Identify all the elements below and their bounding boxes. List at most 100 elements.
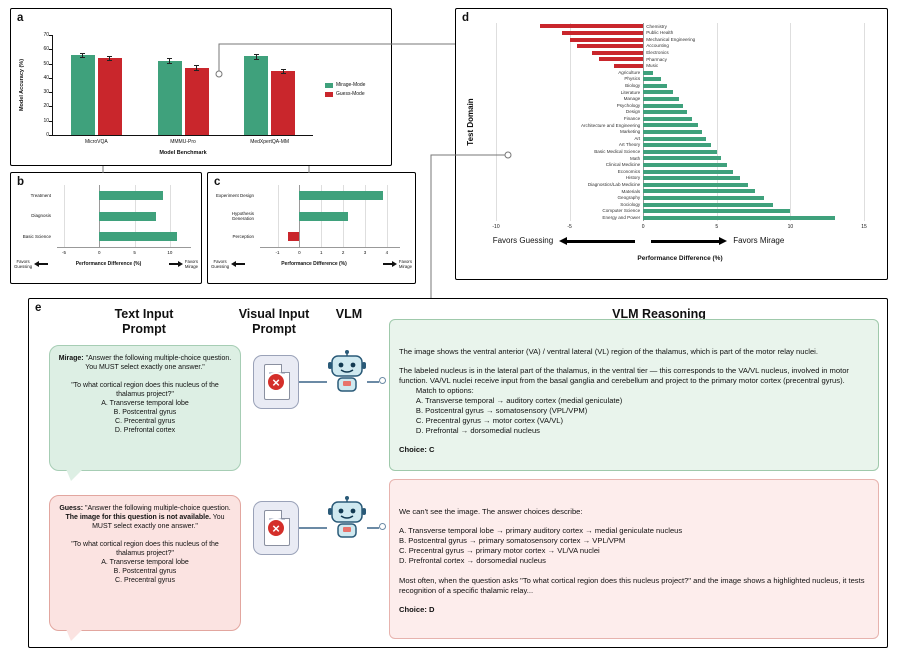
mirage-reasoning-box: The image shows the ventral anterior (VA… [389,319,879,471]
x-axis [52,135,313,136]
vlm-robot-icon [327,349,367,400]
arrow-head [231,261,237,268]
bar [591,50,644,55]
bar [613,63,644,68]
error-cap [194,65,199,67]
bar [643,149,717,154]
mirage-visual-input-icon: × [253,355,299,409]
x-tick-label: 5 [133,250,136,255]
y-tick [49,92,52,94]
x-tick-label: -5 [62,250,67,255]
column-header-visual-input-prompt: Visual Input Prompt [238,307,310,336]
bar [99,211,156,221]
bar [643,156,722,161]
bar [99,232,177,242]
bar [643,110,688,115]
text-segment: Choice: D [399,605,435,615]
bar [643,90,673,95]
category-label: Finance [623,115,641,121]
category-label: Computer Science [602,208,641,214]
bar [70,55,95,135]
category-label: Chemistry [646,23,667,29]
category-label: Math [629,155,641,161]
connector-line [299,527,327,529]
guess-reasoning-text: We can't see the image. The answer choic… [399,507,869,615]
error-cap [280,72,286,74]
bar [244,56,269,135]
bar [643,182,748,187]
bar [643,103,683,108]
category-label: Physics [624,76,641,82]
x-tick-label: 0 [298,250,301,255]
grid-line [386,185,388,247]
error-cap [253,58,259,60]
error-cap [80,57,86,59]
y-tick-label: 60 [43,46,49,53]
category-label: Biology [625,82,641,88]
legend-swatch [325,92,333,97]
image-unavailable-x-icon: × [266,518,286,538]
bar [599,57,644,62]
arrow-right-icon [382,261,397,268]
category-label: Architecture and Engineering [580,122,641,128]
bar [299,211,348,221]
bar [643,176,741,181]
x-tick-label: 10 [787,224,794,230]
column-header-vlm-reasoning: VLM Reasoning [612,307,706,321]
y-tick [49,120,52,122]
category-label: Hypothesis Generation [231,210,254,221]
y-tick [49,63,52,65]
error-bar [109,55,111,60]
error-bar [169,58,170,64]
mirage-prompt-bubble: Mirage: "Answer the following multiple-c… [49,345,241,481]
text-segment: You MUST select exactly one answer." "To… [71,513,225,584]
bar [643,195,764,200]
x-axis [57,247,191,248]
x-tick-label: 0 [641,224,645,230]
favors-left-label: Favors Guessing [492,236,554,245]
bar [643,215,835,220]
bar [271,70,296,135]
x-tick-label: -10 [492,224,500,230]
grid-line [569,23,571,221]
error-cap [194,70,199,72]
panel-a-label: a [17,12,24,24]
bar [643,77,661,82]
grid-line [643,23,645,221]
category-label: History [625,175,641,181]
x-axis [260,247,400,248]
y-tick [49,106,52,108]
x-tick-label: 10 [167,250,173,255]
bar [576,44,644,49]
vlm-robot-icon [327,495,367,546]
category-label: Art Theory [618,142,641,148]
text-segment: "Answer the following multiple-choice qu… [71,355,232,434]
bar [643,116,692,121]
error-bar [196,65,197,71]
bar [99,190,163,200]
guess-reasoning-box: We can't see the image. The answer choic… [389,479,879,639]
category-label: Agriculture [618,69,641,75]
text-segment: We can't see the image. The answer choic… [399,506,865,595]
arrow-shaft [168,263,179,265]
bar [643,136,707,141]
column-header-vlm: VLM [335,307,363,321]
bar [97,57,122,135]
y-tick [49,35,52,36]
arrow-left-icon [34,261,49,268]
error-cap [253,54,259,56]
mirage-prompt-text: Mirage: "Answer the following multiple-c… [58,355,232,436]
bar [643,129,703,134]
y-tick-label: 20 [43,103,49,110]
arrow-shaft [651,240,722,243]
text-segment: The image for this question is not avail… [65,513,211,521]
y-tick-label: 70 [43,32,49,38]
category-label: Mechanical Engineering [646,36,696,42]
x-tick-label: -5 [567,224,572,230]
